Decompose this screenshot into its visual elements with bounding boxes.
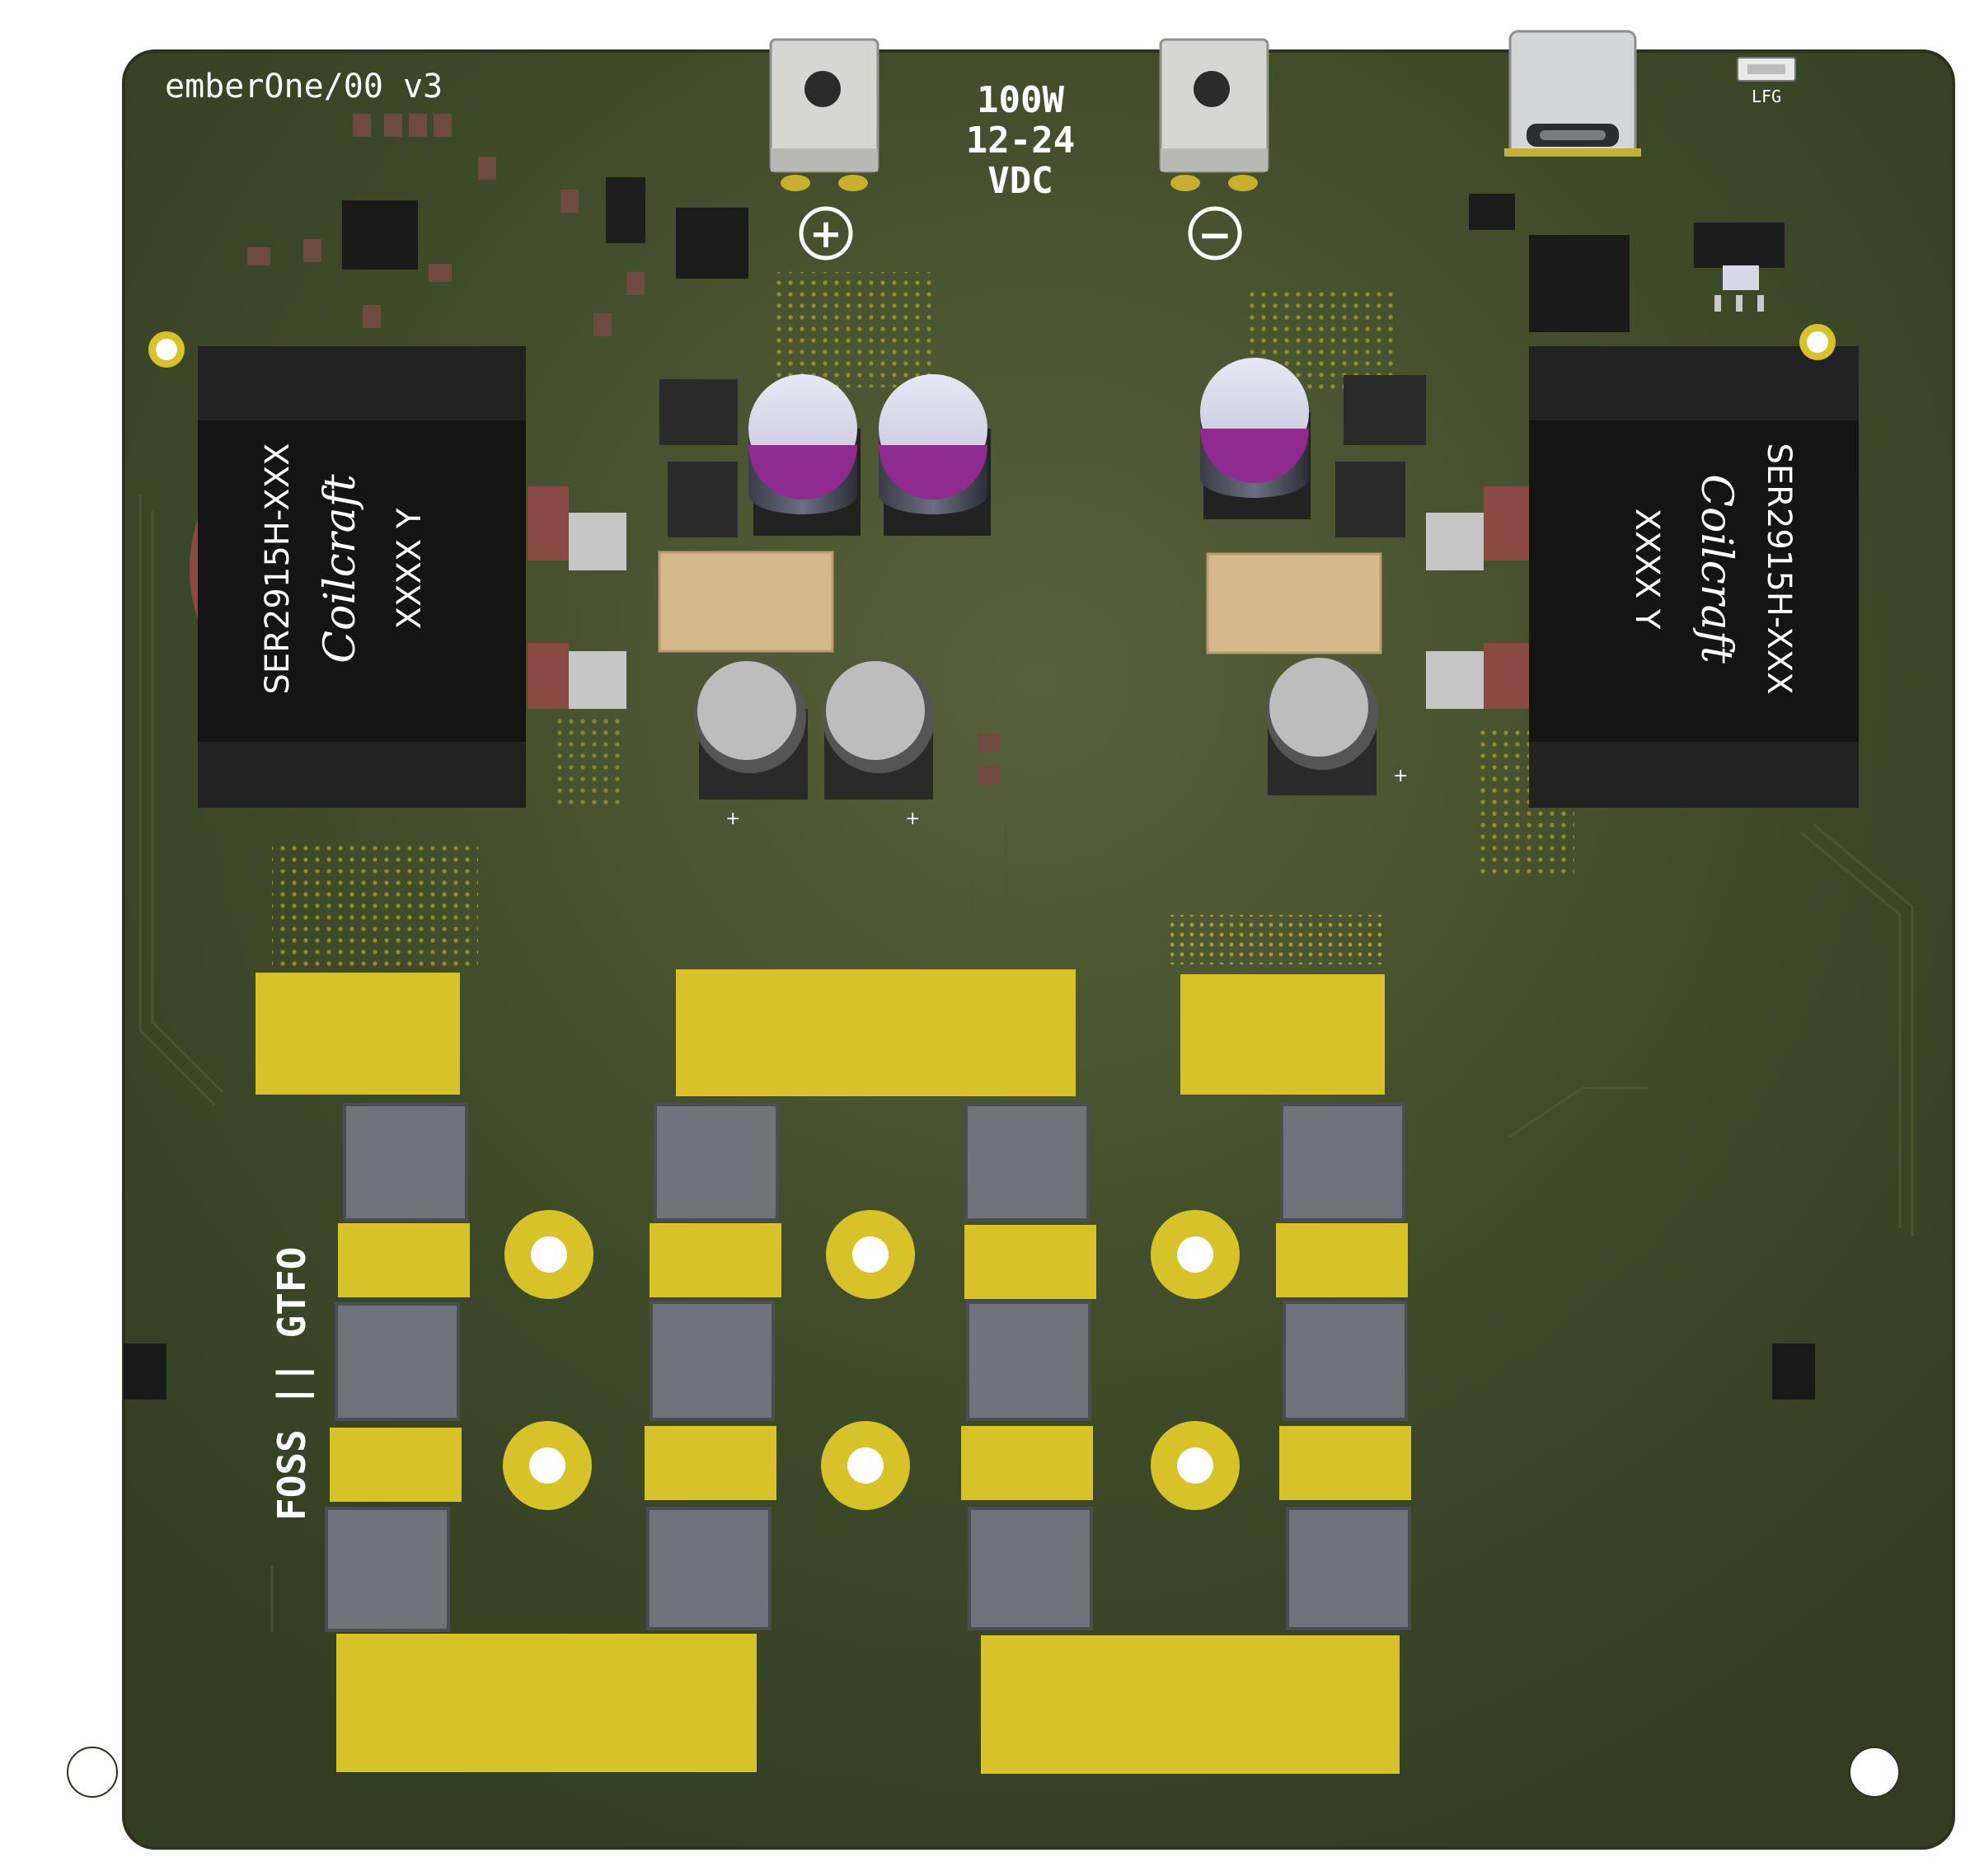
asic-chip (966, 1301, 1091, 1421)
gold-pads (256, 969, 1411, 1774)
asic-chip (964, 1103, 1090, 1222)
board-mount-holes (67, 324, 1900, 1798)
svg-text:+: + (1393, 766, 1408, 786)
svg-text:+: + (809, 211, 842, 257)
mosfets (659, 375, 1426, 537)
polymer-capacitors (748, 358, 1311, 536)
power-watt-label: 100W (977, 79, 1064, 121)
asic-chip (1286, 1507, 1411, 1630)
asic-chip (654, 1103, 779, 1222)
asic-chip (325, 1507, 450, 1632)
inductor-left: SER2915H-XXX Coilcraft XXXX Y (190, 346, 626, 808)
inductor-left-part: SER2915H-XXX (259, 443, 297, 695)
asic-chip (650, 1301, 775, 1421)
svg-text:−: − (1198, 211, 1232, 259)
inductor-left-code: XXXX Y (391, 508, 429, 629)
mounting-holes-gold (503, 1210, 1240, 1510)
asic-chip (1283, 1301, 1408, 1421)
inductor-right: SER2915H-XXX Coilcraft XXXX Y (1426, 346, 1859, 808)
inductor-right-brand: Coilcraft (1691, 474, 1741, 664)
asic-chips (325, 1103, 1411, 1632)
board-title: emberOne/00 v3 (165, 68, 443, 106)
positive-terminal[interactable] (769, 38, 879, 191)
inductor-right-part: SER2915H-XXX (1760, 443, 1798, 695)
status-led: LFG (1737, 57, 1796, 106)
inductor-right-code: XXXX Y (1628, 509, 1666, 630)
inductor-left-brand: Coilcraft (316, 474, 365, 664)
foss-gtfo-label: FOSS || GTFO (270, 1247, 315, 1521)
via-fields (272, 272, 1574, 973)
asic-chip (1280, 1103, 1405, 1222)
tan-capacitors (658, 551, 1382, 654)
electrolytic-capacitors: + + + (694, 658, 1408, 829)
power-voltage-label: 12-24 (966, 120, 1075, 162)
traces (138, 495, 1914, 1632)
asic-chip (646, 1507, 772, 1630)
led-label: LFG (1752, 87, 1781, 106)
svg-text:+: + (905, 809, 920, 829)
asic-chip (335, 1302, 460, 1421)
usb-c-connector[interactable] (1504, 30, 1641, 157)
asic-chip (968, 1507, 1093, 1630)
positive-symbol: + (799, 206, 853, 260)
negative-terminal[interactable] (1159, 38, 1269, 191)
svg-text:+: + (725, 809, 740, 829)
asic-chip (343, 1103, 468, 1222)
power-label: 100W 12-24 VDC (966, 79, 1075, 202)
power-unit-label: VDC (987, 160, 1053, 202)
negative-symbol: − (1188, 206, 1242, 260)
